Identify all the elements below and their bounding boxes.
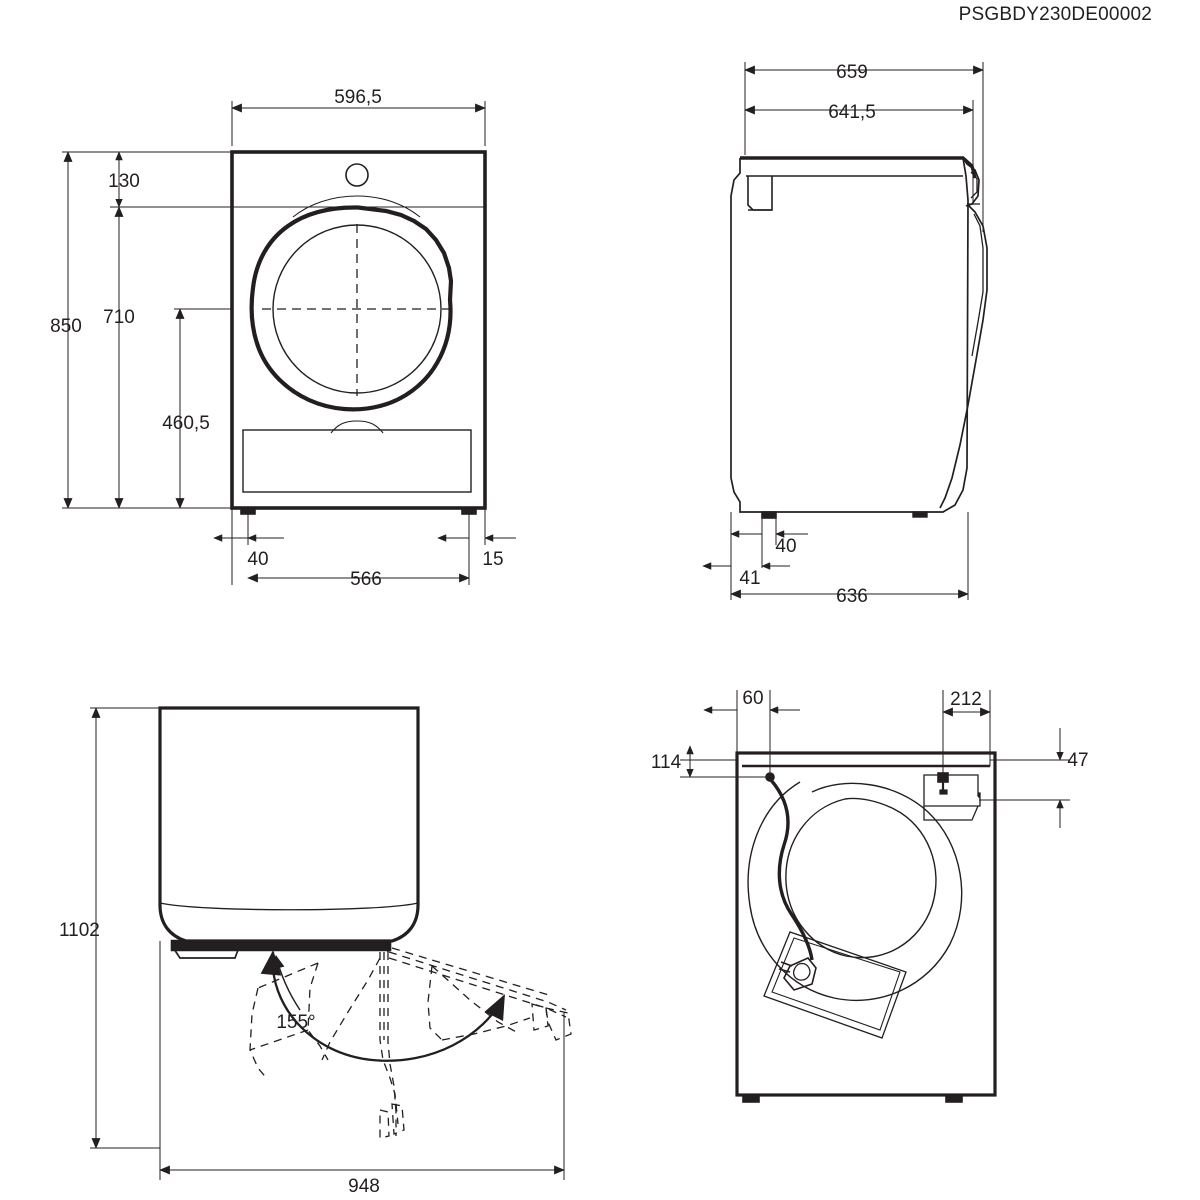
top-door-closed (170, 939, 392, 952)
label-front-40: 40 (247, 549, 268, 570)
top-front-edge-curve (159, 902, 419, 911)
side-foot-front (761, 511, 777, 519)
side-lid-latch-inner (970, 171, 978, 199)
rear-cabinet-outline (735, 751, 997, 1097)
label-front-710: 710 (103, 307, 135, 328)
side-view-group (730, 156, 988, 519)
front-foot-left (240, 507, 256, 515)
rear-foot-right (945, 1094, 963, 1103)
rear-valve-fitting (937, 772, 949, 783)
control-knob-icon (345, 163, 369, 187)
door-handle-notch (330, 420, 384, 434)
rear-connector-bracket (923, 805, 979, 821)
label-front-850: 850 (50, 316, 82, 337)
side-door-profile (939, 204, 988, 509)
power-plug-icon (783, 957, 817, 991)
top-door-handle (171, 945, 239, 959)
label-top-948: 948 (348, 1176, 380, 1197)
front-view-dimensions (62, 101, 516, 585)
rear-service-hatch (763, 931, 907, 1039)
label-front-460-5: 460,5 (162, 413, 210, 434)
leader-155deg (273, 954, 301, 1011)
top-view-dimensions (90, 707, 565, 1180)
door-outer-ring (249, 205, 454, 412)
label-rear-212: 212 (950, 689, 982, 710)
door-swing-arc (260, 949, 506, 1062)
label-rear-114: 114 (651, 752, 682, 773)
rear-service-hatch-inner (771, 937, 901, 1031)
label-front-596-5: 596,5 (334, 87, 382, 108)
label-top-155deg: 155° (276, 1012, 315, 1033)
front-lower-drawer (242, 429, 472, 493)
rear-connector-box (923, 774, 981, 807)
rear-drum-inner (785, 797, 937, 959)
label-side-636: 636 (836, 586, 868, 607)
side-control-panel-box (747, 176, 773, 211)
top-door-swing-positions (249, 947, 572, 1139)
label-side-659: 659 (836, 62, 868, 83)
top-view-group (158, 706, 572, 1139)
side-foot-rear (912, 511, 928, 518)
label-side-41: 41 (739, 568, 760, 589)
front-view-group (230, 150, 487, 515)
label-rear-47: 47 (1067, 750, 1088, 771)
side-door-inner-line (971, 213, 984, 357)
front-cabinet-outline (230, 150, 487, 510)
label-side-641-5: 641,5 (828, 102, 876, 123)
power-cord (769, 778, 814, 961)
rear-foot-left (742, 1094, 760, 1103)
label-front-15: 15 (482, 549, 503, 570)
dimension-labels: 596,5 850 710 130 460,5 40 15 566 659 64… (50, 62, 1088, 1197)
label-rear-60: 60 (742, 688, 763, 709)
side-top-plate (740, 156, 977, 179)
label-side-40: 40 (775, 536, 796, 557)
top-cabinet-outline (158, 706, 420, 943)
rear-view-group (735, 751, 997, 1103)
front-foot-right (461, 507, 477, 515)
door-top-trim (292, 195, 421, 218)
side-body-outline (730, 157, 969, 513)
side-view-dimensions (702, 62, 984, 600)
label-front-130: 130 (108, 171, 140, 192)
rear-drum-outer (747, 781, 963, 1002)
document-code: PSGBDY230DE00002 (958, 4, 1152, 25)
label-top-1102: 1102 (59, 920, 100, 941)
rear-view-dimensions (680, 690, 1070, 828)
label-front-566: 566 (350, 569, 382, 590)
